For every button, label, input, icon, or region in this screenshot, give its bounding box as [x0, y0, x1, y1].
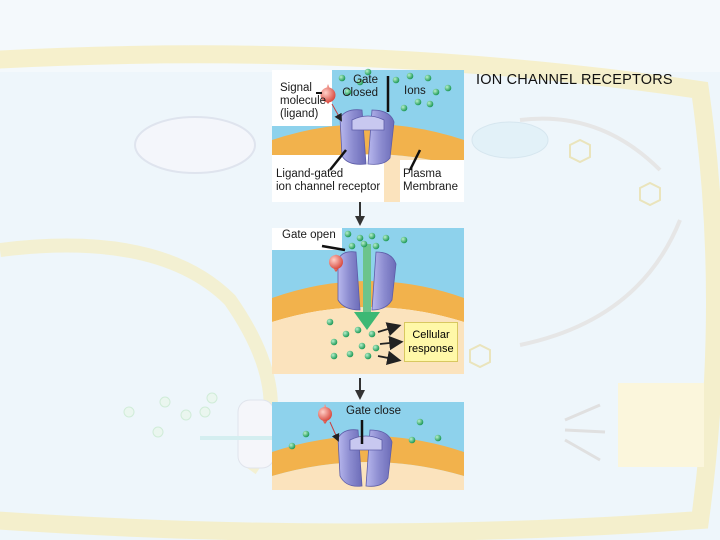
step-arrow-2 — [355, 378, 365, 400]
response-arrows — [377, 322, 404, 365]
ligand-released — [318, 404, 332, 424]
ligand-bound — [329, 254, 343, 272]
ion-channel-receptor-open — [337, 251, 397, 311]
ions-group-3 — [288, 418, 442, 450]
ions-label: Ions — [404, 85, 426, 97]
signal-molecule-label: Signal molecule (ligand) — [280, 82, 327, 120]
panel-gate-closed — [272, 68, 464, 202]
ion-flow-arrow — [354, 244, 380, 330]
faded-arrow-curve — [519, 116, 662, 172]
faded-receptor-blob — [134, 116, 256, 174]
panel-gate-close — [272, 402, 464, 490]
gate-closed — [351, 115, 385, 131]
ions-group-2-outside — [344, 230, 408, 250]
ions-group-2-inside — [326, 318, 380, 360]
receptor-label: Ligand-gated ion channel receptor — [276, 168, 381, 193]
gate-closed-label: Gate Closed — [342, 74, 378, 99]
faded-yellow-box — [618, 383, 704, 467]
signal-molecule-ligand — [320, 84, 336, 104]
ions-group-1 — [338, 68, 452, 112]
ion-channel-receptor-closed — [339, 109, 395, 165]
step-arrow-1 — [355, 202, 365, 226]
faded-cell-boundary — [0, 45, 720, 540]
ion-channel-receptor-reclosed — [337, 429, 393, 487]
gate-open-label: Gate open — [282, 229, 336, 241]
diagram-title: ION CHANNEL RECEPTORS — [476, 72, 673, 88]
gate-close-label: Gate close — [346, 405, 401, 417]
cellular-response-box: Cellular response — [404, 322, 458, 362]
plasma-membrane-label: Plasma Membrane — [403, 168, 458, 193]
